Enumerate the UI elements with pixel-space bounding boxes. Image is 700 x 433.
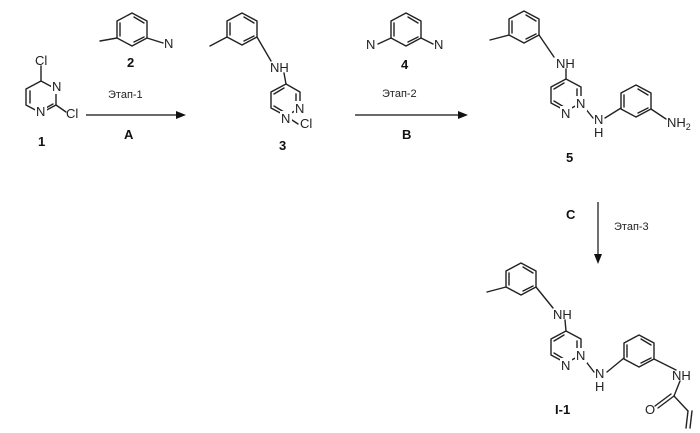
compound-5-n-1: N xyxy=(561,106,570,121)
compound-3-nh: NH xyxy=(270,60,289,75)
compound-1-n-1: N xyxy=(36,104,45,119)
compound-4-n-left: N xyxy=(366,37,375,52)
compound-i1-amide-nh: NH xyxy=(672,368,691,383)
compound-5-number: 5 xyxy=(566,150,573,165)
compound-5-n-3: N xyxy=(576,96,585,111)
compound-5-structure: NH N N N H NH2 xyxy=(490,11,691,140)
compound-3-number: 3 xyxy=(279,138,286,153)
compound-4-number: 4 xyxy=(401,57,409,72)
compound-1-n-3: N xyxy=(52,79,61,94)
compound-2-structure: N xyxy=(100,13,173,51)
step-2-label: Этап-2 xyxy=(382,88,417,100)
compound-3-structure: NH N N Cl xyxy=(210,13,312,131)
compound-5-h-link: H xyxy=(594,125,603,140)
reaction-arrow-b xyxy=(355,111,468,119)
reaction-arrow-c xyxy=(594,202,602,264)
step-2-letter: B xyxy=(402,127,411,142)
compound-3-cl: Cl xyxy=(300,116,312,131)
compound-3-n-3: N xyxy=(295,101,304,116)
compound-5-nh2: NH2 xyxy=(667,115,691,132)
step-3-letter: C xyxy=(566,207,576,222)
compound-i1-h-link: H xyxy=(595,379,604,394)
compound-1-cl-2: Cl xyxy=(66,106,78,121)
compound-i1-structure: NH N N N H NH O xyxy=(487,263,692,428)
compound-2-n: N xyxy=(164,36,173,51)
compound-i1-number: I-1 xyxy=(555,402,570,417)
compound-1-cl-4: Cl xyxy=(35,53,47,68)
step-3-label: Этап-3 xyxy=(614,221,649,233)
compound-1-number: 1 xyxy=(38,134,45,149)
step-1-letter: A xyxy=(124,127,134,142)
compound-2-number: 2 xyxy=(127,55,134,70)
compound-i1-nh-top: NH xyxy=(553,307,572,322)
compound-3-n-1: N xyxy=(281,111,290,126)
compound-i1-n-3: N xyxy=(576,348,585,363)
step-1-label: Этап-1 xyxy=(108,89,143,101)
compound-5-nh-top: NH xyxy=(556,56,575,71)
compound-1-structure: Cl N N Cl xyxy=(26,53,78,121)
compound-i1-n-1: N xyxy=(561,358,570,373)
compound-4-n-right: N xyxy=(434,37,443,52)
compound-i1-o: O xyxy=(645,402,655,417)
reaction-arrow-a xyxy=(86,111,186,119)
compound-4-structure: N N xyxy=(366,13,443,52)
